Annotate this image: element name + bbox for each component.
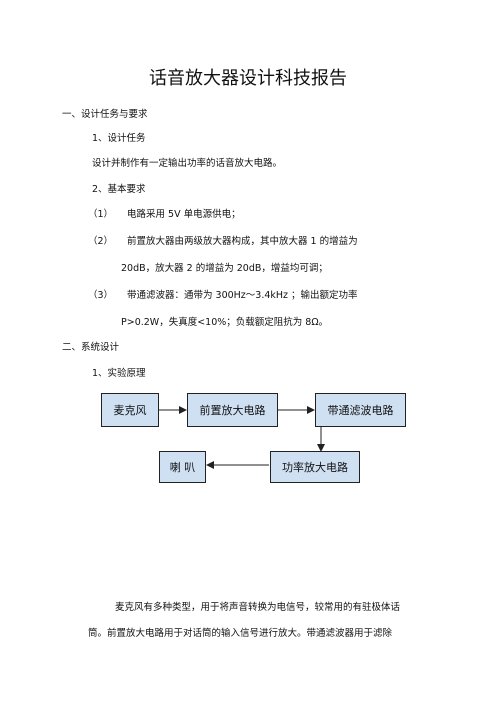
requirement-line: P>0.2W，失真度<10%；负载额定阻抗为 8Ω。: [121, 317, 329, 328]
body-paragraph-line: 麦克风有多种类型，用于将声音转换为电信号，较常用的有驻极体话: [115, 602, 401, 613]
requirement-number: （2）: [88, 236, 114, 247]
page-title: 话音放大器设计科技报告: [149, 68, 347, 89]
task-heading: 1、设计任务: [92, 133, 146, 144]
principle-heading: 1、实验原理: [92, 368, 146, 379]
section-1-heading: 一、设计任务与要求: [62, 109, 148, 120]
block-bandpass-filter: 带通滤波电路: [315, 393, 406, 427]
requirement-line: 带通滤波器：通带为 300Hz～3.4kHz ；输出额定功率: [127, 290, 358, 301]
requirement-number: （3）: [88, 290, 114, 301]
block-microphone: 麦克风: [101, 393, 159, 427]
section-2-heading: 二、系统设计: [62, 342, 120, 353]
requirements-heading: 2、基本要求: [92, 184, 146, 195]
task-text: 设计并制作有一定输出功率的话音放大电路。: [92, 158, 283, 169]
block-preamplifier: 前置放大电路: [187, 393, 278, 427]
body-paragraph-line: 筒。前置放大电路用于对话筒的输入信号进行放大。带通滤波器用于滤除: [88, 628, 393, 639]
requirement-number: （1）: [88, 209, 114, 220]
requirement-line: 电路采用 5V 单电源供电；: [127, 209, 241, 220]
block-power-amplifier: 功率放大电路: [270, 451, 360, 483]
block-speaker: 喇 叭: [159, 451, 206, 483]
requirement-line: 前置放大器由两级放大器构成，其中放大器 1 的增益为: [127, 236, 358, 247]
requirement-line: 20dB，放大器 2 的增益为 20dB，增益均可调；: [121, 263, 328, 274]
